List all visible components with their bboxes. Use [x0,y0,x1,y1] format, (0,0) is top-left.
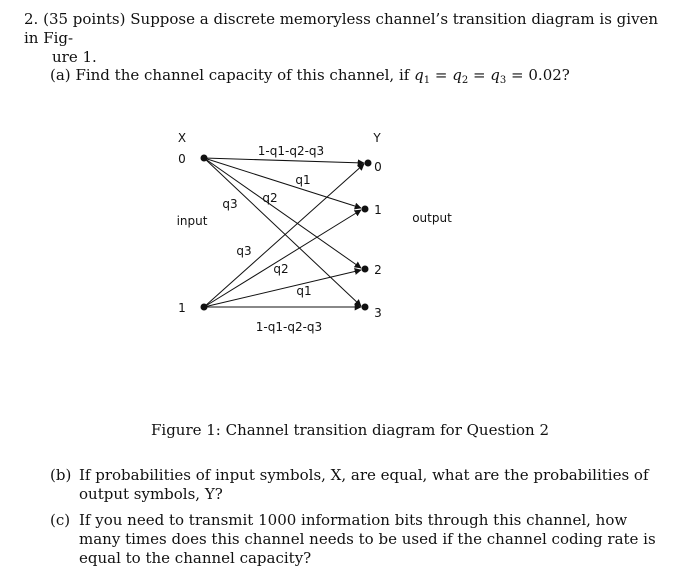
figure-caption: Figure 1: Channel transition diagram for… [150,421,549,439]
output-node-3 [361,303,369,311]
edge-label-bottom-q3: q3 [236,244,251,258]
q1-symbol: q1 [414,66,431,86]
q2-symbol: q2 [452,66,469,86]
problem-text-line1: Suppose a discrete memoryless channel’s … [24,10,659,47]
problem-text-line2: ure 1. [52,48,97,66]
input-1-label: 1 [178,301,186,315]
output-label: output [412,211,452,225]
part-b-label: (b) [50,466,72,484]
edge-1-to-2 [203,268,362,308]
output-0-label: 0 [374,160,382,174]
equals-1: = [430,66,453,84]
edge-label-bottom-q2: q2 [273,262,288,276]
output-node-0 [364,159,372,167]
part-c-text: If you need to transmit 1000 information… [79,511,656,567]
edge-label-top-q2: q2 [262,191,277,205]
channel-transition-diagram: X Y 0 1 input output 0 1 2 3 1-q1-q2-q3 … [177,131,453,334]
edge-0-to-0 [203,157,365,167]
input-0-label: 0 [178,152,186,166]
edge-1-to-1 [203,209,362,308]
edge-label-bottom-direct: 1-q1-q2-q3 [256,320,322,334]
edge-0-to-2 [203,157,362,269]
equals-value: = 0.02? [506,66,570,84]
edge-label-top-direct: 1-q1-q2-q3 [258,144,324,158]
edge-0-to-3 [203,157,362,307]
q3-symbol: q3 [490,66,507,86]
output-1-label: 1 [374,203,382,217]
output-3-label: 3 [374,306,382,320]
edge-1-to-0 [203,163,365,308]
part-c-label: (c) [50,511,71,529]
problem-points: (35 points) [43,10,126,28]
edge-label-top-q1: q1 [295,173,310,187]
part-b: (b) If probabilities of input symbols, X… [50,466,660,504]
problem-statement: 2. (35 points) Suppose a discrete memory… [24,10,664,67]
part-a: (a) Find the channel capacity of this ch… [50,66,670,90]
problem-number: 2. [24,10,39,28]
part-b-text: If probabilities of input symbols, X, ar… [79,466,649,503]
x-header: X [178,131,186,145]
edge-0-to-1 [203,157,362,210]
input-label: input [177,214,208,228]
edge-label-bottom-q1: q1 [296,284,311,298]
output-node-1 [361,205,369,213]
output-2-label: 2 [374,263,382,277]
part-c: (c) If you need to transmit 1000 informa… [50,511,660,568]
equals-2: = [468,66,491,84]
output-node-2 [361,265,369,273]
part-a-text: Find the channel capacity of this channe… [75,66,410,84]
edge-label-top-q3: q3 [222,197,237,211]
part-a-label: (a) [50,66,71,84]
y-header: Y [372,131,381,145]
